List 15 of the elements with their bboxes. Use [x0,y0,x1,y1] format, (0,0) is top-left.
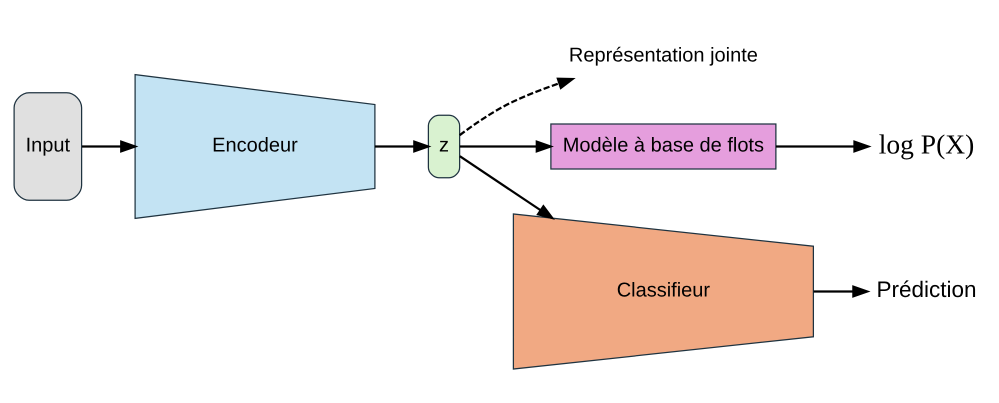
node-text: Prédiction [876,277,976,302]
arrow [458,155,554,220]
node-box: Encodeur [134,74,376,220]
node-box: Input [13,92,82,201]
arrow [775,140,872,153]
node-text: Représentation jointe [568,44,758,66]
node-box: z [427,114,460,178]
node-box: Modèle à base de flots [550,123,776,170]
arrow [459,140,554,153]
arrow [458,78,576,136]
arrow [813,285,870,298]
arrow [82,140,138,153]
arrow [374,140,431,153]
node-box: Classifieur [512,213,814,370]
node-text: log P(X) [878,128,974,160]
